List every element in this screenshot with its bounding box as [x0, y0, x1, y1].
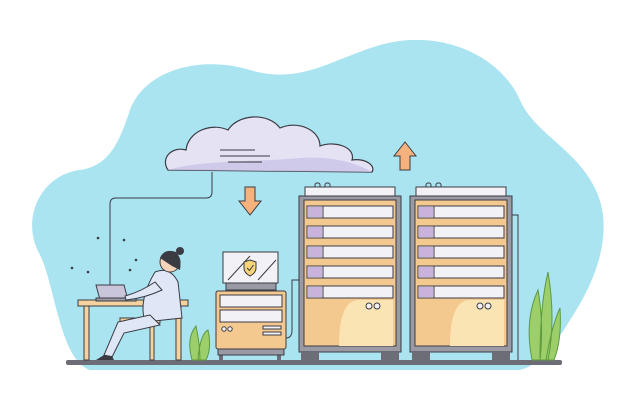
drawer-tab — [308, 207, 322, 217]
rack-button — [484, 302, 492, 310]
drawer-tab — [419, 207, 433, 217]
rack-highlight — [339, 300, 393, 346]
server-drawer — [417, 265, 505, 279]
shield-check-icon — [243, 259, 257, 277]
network-cable — [109, 172, 213, 300]
plant-left — [189, 324, 211, 361]
rack-foot — [301, 352, 319, 361]
server-drawer — [306, 285, 394, 299]
rack-side-cable — [512, 214, 519, 360]
rack-foot — [412, 352, 430, 361]
rack-top-cap — [415, 186, 507, 197]
drawer-tab — [308, 287, 322, 297]
server-drawer — [417, 285, 505, 299]
drawer-tab — [419, 267, 433, 277]
rack-foot — [381, 352, 399, 361]
drawer-tab — [419, 287, 433, 297]
plant-right — [528, 271, 561, 361]
rack-button — [373, 302, 381, 310]
drawer-tab — [308, 267, 322, 277]
download-arrow-icon — [237, 186, 263, 216]
server-drawer — [417, 205, 505, 219]
drawer-tab — [419, 247, 433, 257]
drawer-tab — [419, 227, 433, 237]
server-rack — [409, 182, 519, 361]
server-drawer — [306, 265, 394, 279]
rack-top-cap — [304, 186, 396, 197]
monitor — [222, 251, 279, 291]
server-drawer — [306, 225, 394, 239]
server-drawer — [417, 225, 505, 239]
server-drawer — [306, 245, 394, 259]
drawer-tab — [308, 227, 322, 237]
server-drawer — [306, 205, 394, 219]
rack-foot — [492, 352, 510, 361]
person — [96, 247, 184, 361]
rack-power-cable — [285, 279, 299, 339]
floor-line — [66, 360, 562, 365]
rack-button — [476, 302, 484, 310]
server-drawer — [417, 245, 505, 259]
drawer-tab — [308, 247, 322, 257]
rack-button — [365, 302, 373, 310]
rack-highlight — [450, 300, 504, 346]
server-rack — [285, 182, 402, 361]
decorative-droplets — [70, 236, 138, 274]
cloud-icon — [164, 116, 374, 173]
small-server-cabinet — [215, 290, 287, 362]
upload-arrow-icon — [392, 141, 418, 171]
